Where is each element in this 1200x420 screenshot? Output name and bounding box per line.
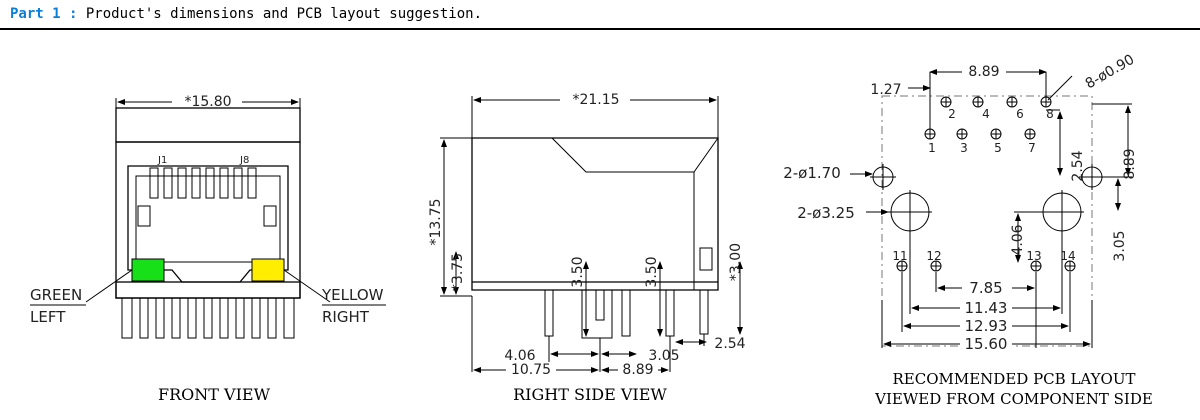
pcb-dim-254: 2.54 bbox=[1070, 150, 1086, 181]
front-top-cap bbox=[115, 107, 301, 143]
led-pins bbox=[896, 260, 1076, 272]
pcb-dim-305: 3.05 bbox=[1112, 230, 1128, 261]
header-bar: Part 1 : Product's dimensions and PCB la… bbox=[0, 0, 1200, 30]
side-height-dim: *13.75 bbox=[428, 198, 444, 245]
pcb-hole-spec: 8-ø0.90 bbox=[1083, 52, 1138, 93]
side-dim-406: 4.06 bbox=[504, 348, 535, 364]
pin-label-1: 1 bbox=[928, 141, 936, 155]
side-dim-305: 3.05 bbox=[648, 348, 679, 364]
side-dim-254: 2.54 bbox=[714, 336, 745, 352]
title-text: Product's dimensions and PCB layout sugg… bbox=[85, 6, 483, 22]
contact-fingers bbox=[149, 167, 257, 199]
pin-label-6: 6 bbox=[1016, 107, 1024, 121]
part-label: Part 1 bbox=[10, 6, 61, 22]
signal-pins bbox=[924, 96, 1052, 140]
yellow-label: YELLOW bbox=[321, 286, 384, 304]
pcb-hole-170: 2-ø1.70 bbox=[783, 164, 841, 182]
pin-label-2: 2 bbox=[948, 107, 956, 121]
pcb-dim-1560: 15.60 bbox=[965, 335, 1008, 353]
pcb-dim-889-right: 8.89 bbox=[1122, 148, 1138, 179]
j1-label: J1 bbox=[157, 155, 167, 166]
side-dim-1075: 10.75 bbox=[511, 362, 551, 378]
pin-label-7: 7 bbox=[1028, 141, 1036, 155]
pin-label-5: 5 bbox=[994, 141, 1002, 155]
pin-length-b: 3.50 bbox=[644, 256, 660, 287]
side-body bbox=[471, 137, 719, 291]
yellow-led bbox=[251, 258, 285, 282]
pin-label-13: 13 bbox=[1026, 249, 1041, 263]
side-dim-889: 8.89 bbox=[622, 362, 653, 378]
side-lower-height-dim: *3.75 bbox=[450, 253, 466, 291]
pcb-caption-line1: RECOMMENDED PCB LAYOUT bbox=[893, 370, 1136, 388]
side-pins bbox=[544, 290, 709, 339]
title-separator: : bbox=[60, 6, 86, 22]
right-label: RIGHT bbox=[322, 308, 370, 326]
pin-label-3: 3 bbox=[960, 141, 968, 155]
pcb-dim-406: 4.06 bbox=[1010, 224, 1026, 255]
pcb-dim-1293: 12.93 bbox=[965, 317, 1008, 335]
green-led bbox=[131, 258, 165, 282]
pcb-dim-127: 1.27 bbox=[870, 82, 901, 98]
front-pins bbox=[121, 297, 295, 339]
left-label: LEFT bbox=[30, 308, 66, 326]
pin-label-11: 11 bbox=[892, 249, 907, 263]
pin-label-4: 4 bbox=[982, 107, 990, 121]
side-view: *21.15 *13.75 *3.75 3.50 3.50 *3.00 bbox=[428, 92, 746, 404]
pcb-dim-1143: 11.43 bbox=[965, 299, 1008, 317]
pcb-layout-view: 8.89 1.27 8-ø0.90 2 4 6 8 1 3 5 7 bbox=[783, 52, 1153, 408]
pin-length-c: *3.00 bbox=[728, 243, 744, 281]
front-view: *15.80 J1 J8 bbox=[30, 94, 386, 404]
front-width-dim: *15.80 bbox=[184, 94, 231, 110]
pin-label-14: 14 bbox=[1060, 249, 1075, 263]
pcb-caption-line2: VIEWED FROM COMPONENT SIDE bbox=[874, 390, 1153, 408]
side-length-dim: *21.15 bbox=[572, 92, 619, 108]
green-label: GREEN bbox=[30, 286, 82, 304]
pin-label-12: 12 bbox=[926, 249, 941, 263]
pcb-dim-889-top: 8.89 bbox=[968, 64, 999, 80]
page-title: Part 1 : Product's dimensions and PCB la… bbox=[10, 6, 482, 22]
pcb-hole-325: 2-ø3.25 bbox=[797, 204, 855, 222]
pcb-dim-785: 7.85 bbox=[969, 279, 1002, 297]
side-view-caption: RIGHT SIDE VIEW bbox=[513, 385, 667, 404]
pin-length-a: 3.50 bbox=[570, 256, 586, 287]
front-view-caption: FRONT VIEW bbox=[158, 385, 271, 404]
pin-label-8: 8 bbox=[1046, 107, 1054, 121]
j8-label: J8 bbox=[239, 155, 249, 166]
